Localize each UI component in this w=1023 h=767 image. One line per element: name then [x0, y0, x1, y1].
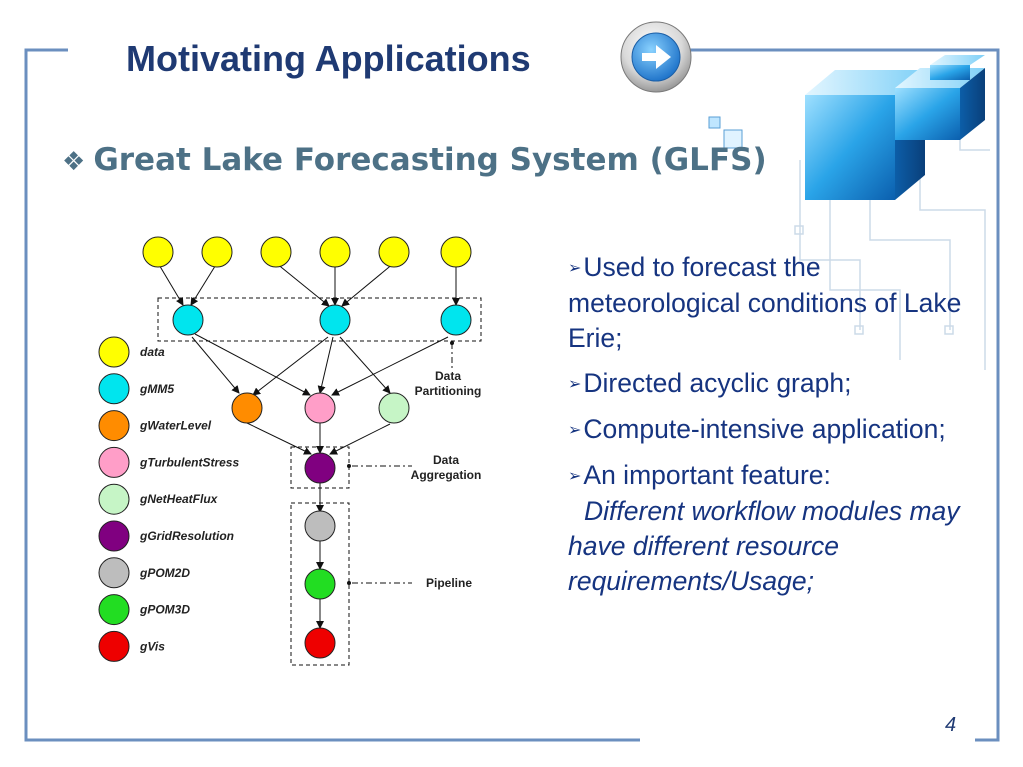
legend-swatch-data: [98, 336, 130, 368]
next-arrow-button-icon[interactable]: [620, 21, 692, 93]
legend-label: gPOM3D: [139, 603, 190, 617]
arrowhead-bullet-icon: ➢: [568, 468, 582, 485]
diamond-bullet-icon: ❖: [62, 147, 86, 177]
legend-swatch-ggridresolution: [98, 520, 130, 552]
legend-swatch-gpom2d: [98, 557, 130, 589]
diagram-legend: data gMM5 gWaterLevel gTurbulentStress gNetH…: [98, 336, 239, 662]
node-gwaterlevel: [231, 392, 263, 424]
aggregation-note-line1: Data: [433, 453, 459, 467]
bullet-text: Compute-intensive application;: [583, 414, 946, 444]
pipeline-note: Pipeline: [426, 576, 472, 590]
legend-label: gVis: [139, 639, 165, 653]
legend-label: gMM5: [139, 382, 174, 396]
dag-nodes: [142, 236, 472, 659]
bullet-item: ➢Directed acyclic graph;: [568, 366, 968, 402]
page-number: 4: [945, 714, 957, 736]
node-data: [319, 236, 351, 268]
bullet-item: ➢Used to forecast the meteorological con…: [568, 250, 968, 356]
legend-swatch-gnetheatflux: [98, 483, 130, 515]
legend-swatch-gpom3d: [98, 594, 130, 626]
node-gmm5: [319, 304, 351, 336]
dag-edges: [157, 262, 460, 629]
node-data: [440, 236, 472, 268]
legend-label: data: [140, 345, 165, 359]
node-gpom2d: [304, 510, 336, 542]
node-gpom3d: [304, 568, 336, 600]
node-gvis: [304, 627, 336, 659]
partitioning-box: [157, 297, 482, 342]
arrowhead-bullet-icon: ➢: [568, 422, 582, 439]
slide-title: Motivating Applications: [126, 38, 531, 79]
bullet-item: ➢Compute-intensive application;: [568, 412, 968, 448]
bullet-text: Directed acyclic graph;: [583, 368, 852, 398]
note-connectors: [352, 343, 453, 584]
node-data: [260, 236, 292, 268]
node-data: [201, 236, 233, 268]
aggregation-note-line2: Aggregation: [411, 468, 482, 482]
partitioning-note-line1: Data: [435, 369, 461, 383]
legend-label: gNetHeatFlux: [139, 492, 219, 506]
arrowhead-bullet-icon: ➢: [568, 260, 582, 277]
arrowhead-bullet-icon: ➢: [568, 376, 582, 393]
bullet-text: Used to forecast the meteorological cond…: [568, 252, 962, 353]
legend-swatch-gturbulentstress: [98, 446, 130, 478]
node-data: [378, 236, 410, 268]
node-gnetheatflux: [378, 392, 410, 424]
frame-lines: [24, 48, 1000, 742]
node-data: [142, 236, 174, 268]
node-gturbulentstress: [304, 392, 336, 424]
bullet-list: ➢Used to forecast the meteorological con…: [568, 250, 968, 609]
node-ggridresolution: [304, 452, 336, 484]
bullet-item: ➢An important feature: Different workflow…: [568, 458, 968, 599]
slide-subtitle: ❖Great Lake Forecasting System (GLFS): [62, 142, 767, 178]
subtitle-text: Great Lake Forecasting System (GLFS): [93, 142, 767, 178]
legend-swatch-gwaterlevel: [98, 410, 130, 442]
partitioning-note-line2: Partitioning: [415, 384, 482, 398]
legend-label: gGridResolution: [139, 529, 234, 543]
circuit-decoration: [794, 90, 990, 370]
bullet-text: An important feature:: [583, 460, 831, 490]
glfs-workflow-diagram: Data Partitioning Data Aggregation Pipel…: [98, 236, 482, 666]
bullet-italic-text: Different workflow modules may have diff…: [568, 496, 960, 596]
legend-label: gTurbulentStress: [139, 455, 239, 469]
legend-swatch-gvis: [98, 630, 130, 662]
legend-label: gPOM2D: [139, 566, 190, 580]
legend-label: gWaterLevel: [139, 419, 212, 433]
legend-swatch-gmm5: [98, 373, 130, 405]
node-gmm5: [172, 304, 204, 336]
cube-graphic: [708, 55, 985, 200]
node-gmm5: [440, 304, 472, 336]
